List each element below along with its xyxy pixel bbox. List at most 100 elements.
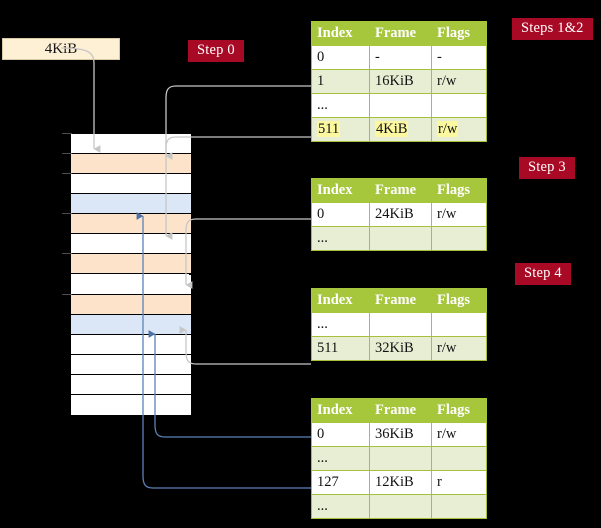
memory-boundary-tick (62, 253, 72, 255)
cell-index: ... (311, 226, 370, 251)
cell-frame: 36KiB (369, 422, 432, 447)
step-badge-step-4-label: Step 4 (524, 265, 562, 281)
column-header-frame: Frame (369, 21, 432, 46)
cell-index: ... (311, 494, 370, 519)
memory-frame-row (71, 214, 191, 235)
table-row: ... (311, 93, 487, 118)
column-header-flags: Flags (431, 21, 487, 46)
column-header-flags: Flags (431, 288, 487, 313)
cell-highlight: 511 (317, 120, 341, 137)
physical-memory-column (70, 133, 191, 415)
memory-request-label: 4KiB (44, 41, 78, 57)
cell-frame: 16KiB (369, 69, 432, 94)
memory-frame-row (71, 254, 191, 275)
memory-frame-row (71, 334, 191, 355)
wire-memory-to-table0-row511 (190, 139, 200, 150)
cell-frame: - (369, 45, 432, 70)
cell-highlight: 4KiB (375, 120, 409, 137)
table-header-row: Index Frame Flags (311, 178, 487, 203)
table-row: 0-- (311, 45, 487, 70)
column-header-flags: Flags (431, 398, 487, 423)
memory-frame-row (71, 314, 191, 335)
step-badge-step-0-label: Step 0 (197, 42, 235, 58)
cell-index: 1 (311, 69, 370, 94)
cell-flags: r/w (431, 69, 487, 94)
cell-index: ... (311, 93, 370, 118)
memory-frame-row (71, 234, 191, 255)
cell-frame (369, 226, 432, 251)
step-badge-steps-1-2: Steps 1&2 (512, 18, 593, 40)
wire-memory-to-table2-row511 (179, 326, 311, 365)
memory-boundary-tick (62, 173, 72, 175)
table-header-row: Index Frame Flags (311, 21, 487, 46)
cell-index: 0 (311, 422, 370, 447)
cell-index: ... (311, 446, 370, 471)
cell-frame (369, 446, 432, 471)
memory-frame-row (71, 394, 191, 415)
cell-flags: r/w (431, 336, 487, 361)
cell-flags (431, 494, 487, 519)
table-row: ... (311, 226, 487, 251)
memory-boundary-tick (62, 153, 72, 155)
memory-frame-row (71, 174, 191, 195)
cell-index: ... (311, 312, 370, 337)
cell-frame: 4KiB (369, 117, 432, 142)
column-header-frame: Frame (369, 288, 432, 313)
cell-index: 511 (311, 117, 370, 142)
memory-frame-row (71, 194, 191, 215)
column-header-frame: Frame (369, 398, 432, 423)
cell-flags: r (431, 470, 487, 495)
table-row: ... (311, 446, 487, 471)
memory-request-box: 4KiB (2, 38, 120, 60)
memory-boundary-tick (62, 213, 72, 215)
wire-table1-to-memory (185, 218, 311, 289)
cell-flags (431, 226, 487, 251)
table-row: 511 4KiB r/w (311, 117, 487, 142)
step-badge-step-3-label: Step 3 (528, 159, 566, 175)
table-row: ... (311, 494, 487, 519)
step-badge-step-0: Step 0 (188, 40, 244, 62)
column-header-index: Index (311, 178, 370, 203)
column-header-frame: Frame (369, 178, 432, 203)
column-header-flags: Flags (431, 178, 487, 203)
cell-flags (431, 93, 487, 118)
memory-boundary-tick (62, 133, 72, 134)
cell-highlight: r/w (437, 120, 459, 137)
table-header-row: Index Frame Flags (311, 288, 487, 313)
step-badge-step-4: Step 4 (515, 263, 571, 285)
cell-flags: r/w (431, 202, 487, 227)
memory-boundary-tick (62, 293, 72, 295)
memory-frame-row (71, 154, 191, 175)
table-row: ... (311, 312, 487, 337)
column-header-index: Index (311, 398, 370, 423)
cell-flags: r/w (431, 117, 487, 142)
memory-frame-row (71, 134, 191, 155)
memory-frame-row (71, 274, 191, 295)
cell-frame: 12KiB (369, 470, 432, 495)
column-header-index: Index (311, 288, 370, 313)
cell-frame (369, 93, 432, 118)
cell-flags (431, 312, 487, 337)
column-header-index: Index (311, 21, 370, 46)
memory-frame-row (71, 354, 191, 375)
step-badge-steps-1-2-label: Steps 1&2 (521, 20, 584, 36)
cell-flags: - (431, 45, 487, 70)
cell-flags: r/w (431, 422, 487, 447)
cell-flags (431, 446, 487, 471)
step-badge-step-3: Step 3 (519, 157, 575, 179)
cell-frame (369, 494, 432, 519)
table-header-row: Index Frame Flags (311, 398, 487, 423)
memory-frame-row (71, 374, 191, 395)
cell-index: 511 (311, 336, 370, 361)
